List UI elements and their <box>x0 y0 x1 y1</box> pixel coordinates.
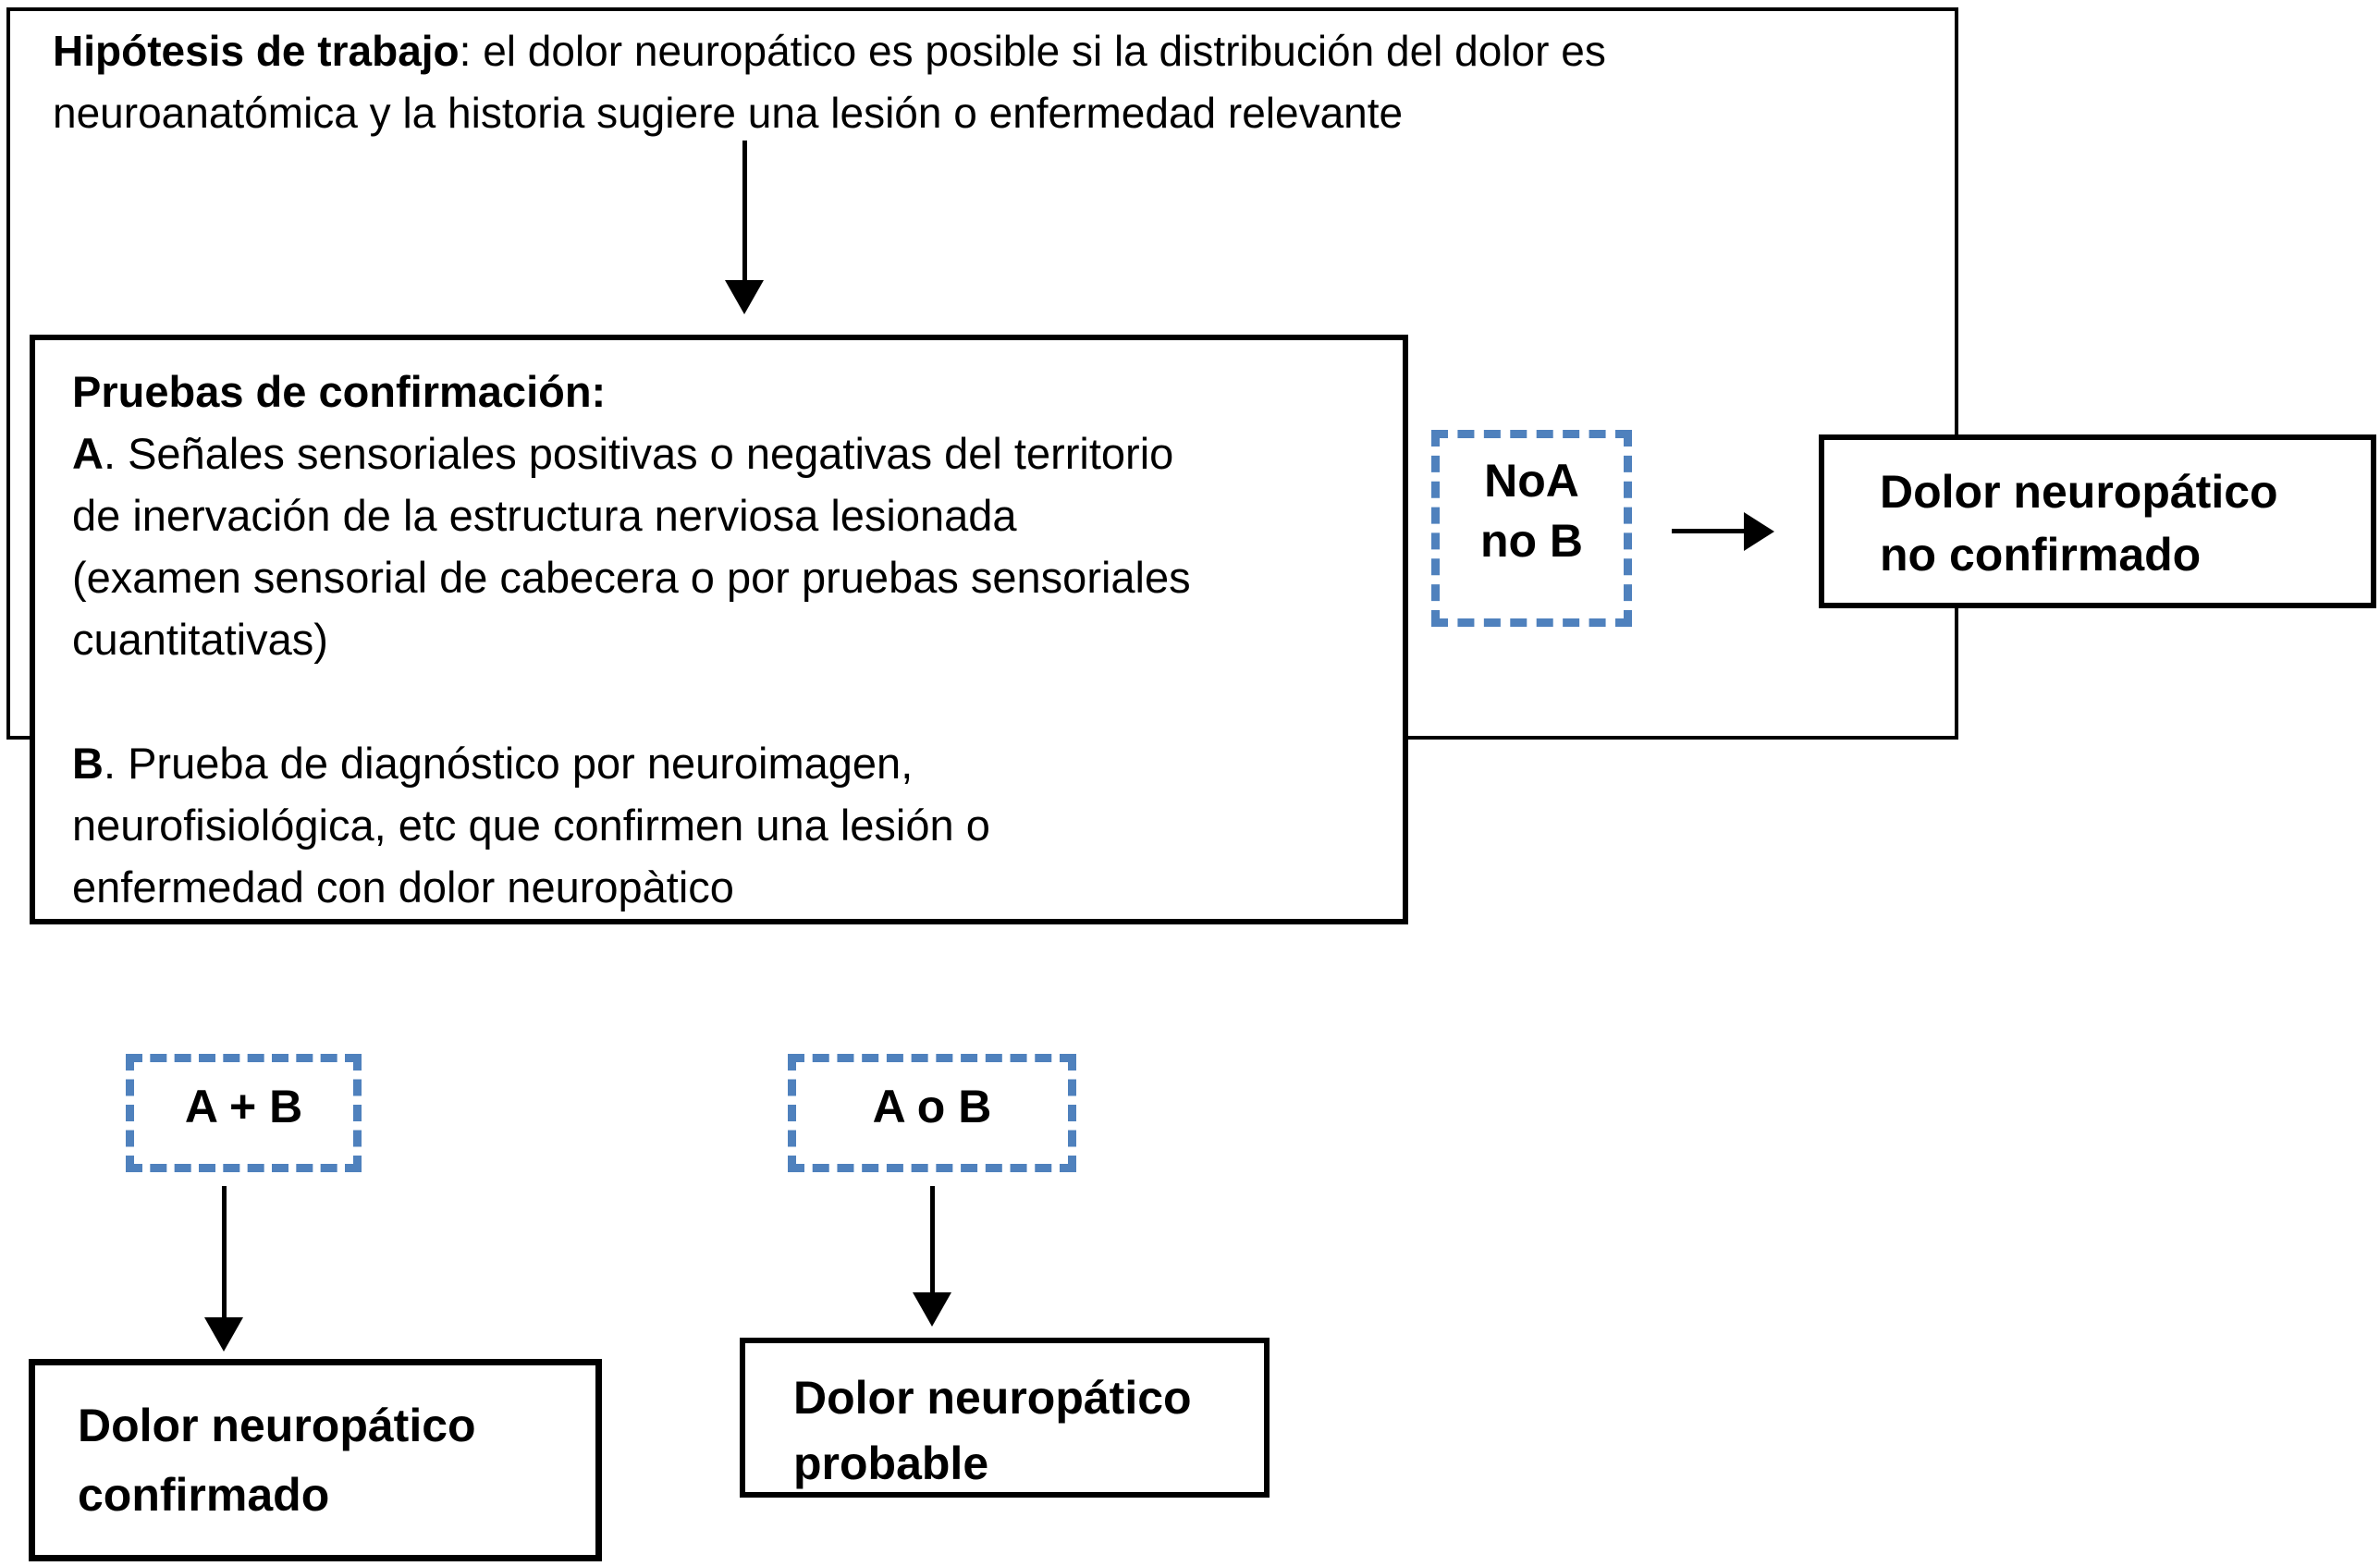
outcome-confirmed-line-2: confirmado <box>78 1469 330 1521</box>
hypothesis-text: Hipótesis de trabajo: el dolor neuropáti… <box>53 20 1606 144</box>
outcome-probable-line-2: probable <box>793 1438 989 1489</box>
hypothesis-to-tests-arrow-shaft <box>742 141 747 281</box>
condition-not-b-label: no B <box>1479 515 1584 567</box>
criterion-a-line-2: de inervación de la estructura nerviosa … <box>72 491 1017 540</box>
criterion-b-line-3: enfermedad con dolor neuropàtico <box>72 863 734 911</box>
criterion-b-line-1-rest: . Prueba de diagnóstico por neuroimagen, <box>103 739 914 788</box>
outcome-not-confirmed-line-2: no confirmado <box>1880 529 2202 581</box>
criterion-a-line-4: cuantitativas) <box>72 615 328 664</box>
outcome-not-confirmed-box: Dolor neuropático no confirmado <box>1819 434 2376 608</box>
not-ab-to-not-confirmed-arrow-head <box>1744 512 1774 551</box>
not-ab-to-not-confirmed-arrow-shaft <box>1672 529 1746 533</box>
criterion-b-line-1: B. Prueba de diagnóstico por neuroimagen… <box>72 732 1366 794</box>
a-plus-b-to-confirmed-arrow-head <box>204 1317 243 1352</box>
criterion-a-line-1: A. Señales sensoriales positivas o negat… <box>72 422 1366 484</box>
condition-a-or-b-box: A o B <box>788 1054 1076 1172</box>
condition-not-a-label: NoA <box>1484 455 1579 507</box>
confirmation-heading: Pruebas de confirmación: <box>72 367 607 416</box>
condition-a-plus-b-label: A + B <box>184 1081 303 1132</box>
outcome-confirmed-line-1: Dolor neuropático <box>78 1400 476 1451</box>
a-or-b-to-probable-arrow-head <box>913 1292 951 1327</box>
criterion-b-line-2: neurofisiológica, etc que confirmen una … <box>72 801 990 850</box>
hypothesis-title: Hipótesis de trabajo <box>53 27 460 75</box>
criterion-a-line-3: (examen sensorial de cabecera o por prue… <box>72 553 1191 602</box>
a-or-b-to-probable-arrow-shaft <box>930 1186 935 1293</box>
criterion-a-label: A <box>72 429 104 478</box>
condition-a-or-b-label: A o B <box>872 1081 992 1132</box>
hypothesis-line-1-rest: : el dolor neuropático es posible si la … <box>459 27 1606 75</box>
condition-a-plus-b-box: A + B <box>126 1054 362 1172</box>
hypothesis-line-2: neuroanatómica y la historia sugiere una… <box>53 89 1404 137</box>
outcome-probable-line-1: Dolor neuropático <box>793 1372 1192 1424</box>
confirmation-tests-box: Pruebas de confirmación: A. Señales sens… <box>30 335 1408 924</box>
criterion-a-line-1-rest: . Señales sensoriales positivas o negati… <box>103 429 1174 478</box>
hypothesis-to-tests-arrow-head <box>725 280 764 314</box>
criteria-spacer <box>72 670 1366 732</box>
a-plus-b-to-confirmed-arrow-shaft <box>222 1186 227 1318</box>
hypothesis-line-1: Hipótesis de trabajo: el dolor neuropáti… <box>53 20 1606 82</box>
outcome-confirmed-box: Dolor neuropático confirmado <box>29 1359 602 1561</box>
outcome-probable-box: Dolor neuropático probable <box>740 1338 1270 1498</box>
criterion-b-label: B <box>72 739 104 788</box>
outcome-not-confirmed-line-1: Dolor neuropático <box>1880 466 2278 518</box>
condition-not-a-not-b-box: NoA no B <box>1431 430 1632 627</box>
